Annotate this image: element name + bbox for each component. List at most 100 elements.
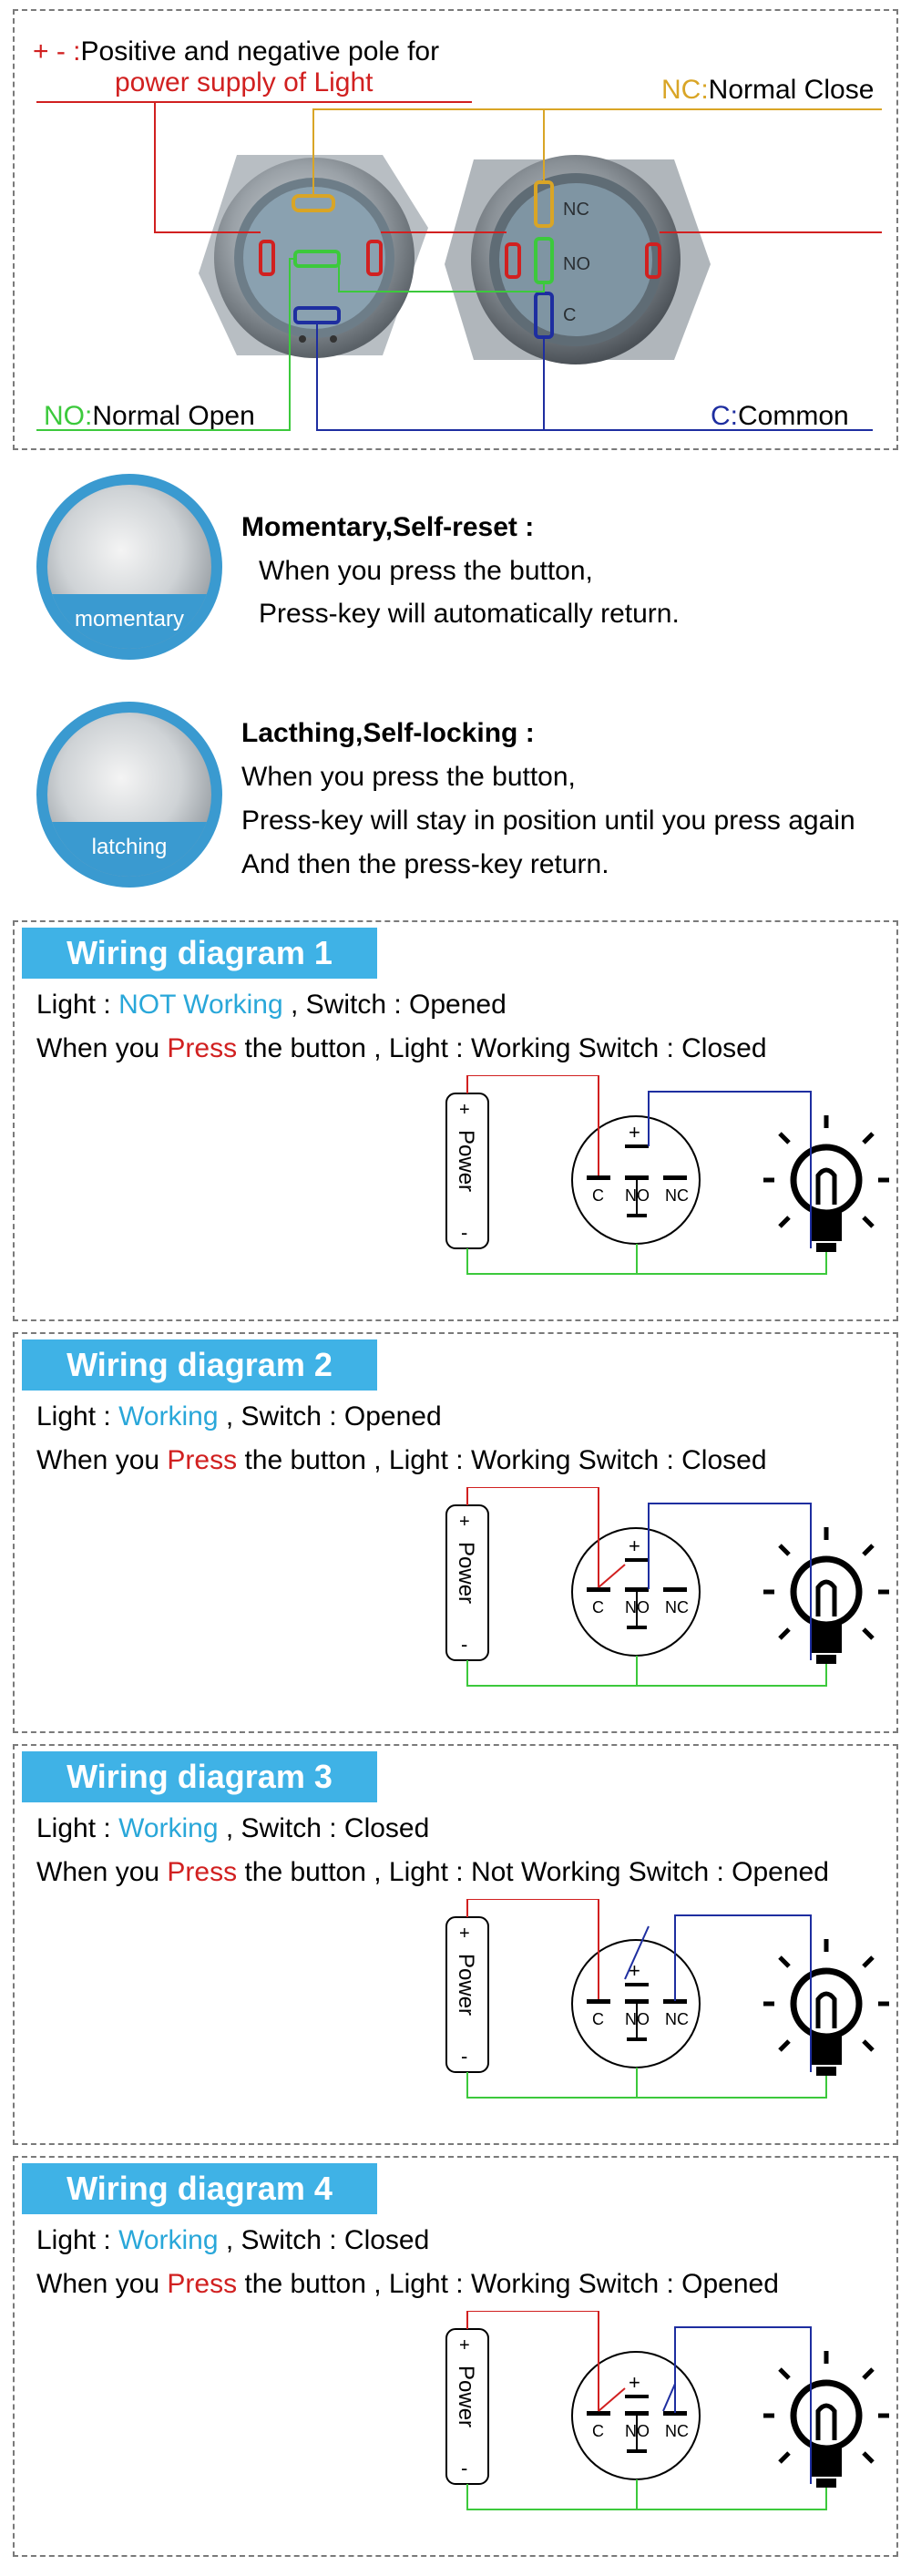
rear-label-c: C <box>563 305 576 325</box>
no-code: NO: <box>44 401 93 431</box>
press-status-line: When you Press the button , Light : Work… <box>36 1033 767 1064</box>
switch-state: , Switch : Opened <box>282 990 507 1020</box>
press-suffix: the button , Light : Working Switch : Op… <box>237 2269 779 2299</box>
light-state: Working <box>118 1813 219 1843</box>
light-state: Working <box>118 2225 219 2255</box>
rear-label-no: NO <box>563 254 590 274</box>
label-c: C <box>592 2422 604 2440</box>
latching-badge: latching <box>36 702 222 888</box>
wire-negative <box>466 1248 827 1275</box>
wire-nc-jumper <box>624 1925 650 1980</box>
plunger-minus <box>627 2449 647 2453</box>
plunger-bar <box>625 1983 649 1986</box>
momentary-title: Momentary,Self-reset : <box>241 512 535 542</box>
light-state: Working <box>118 1401 219 1432</box>
light-label: Light : <box>36 1401 119 1432</box>
wiring-schematic: +-PowerCNONC+ <box>445 1899 889 2099</box>
label-c: C <box>592 2010 604 2028</box>
contact-nc <box>663 1175 687 1180</box>
press-word: Press <box>167 1857 238 1887</box>
plunger-minus <box>627 1626 647 1629</box>
battery-minus: - <box>461 2045 467 2068</box>
battery-plus: + <box>459 1924 470 1944</box>
contact-nc <box>663 1999 687 2004</box>
latching-line-3: And then the press-key return. <box>241 849 609 879</box>
battery-label: Power <box>454 2366 478 2427</box>
battery-plus: + <box>459 1512 470 1532</box>
plunger-plus: + <box>629 1534 640 1557</box>
light-bulb-icon <box>763 1939 889 2076</box>
light-label: Light : <box>36 2225 119 2255</box>
plunger-plus: + <box>629 2371 640 2394</box>
light-status-line: Light : NOT Working , Switch : Opened <box>36 990 507 1021</box>
no-legend: NO:Normal Open <box>44 401 255 432</box>
wiring-diagram-panel <box>13 2156 898 2557</box>
contact-nc <box>663 1587 687 1592</box>
wire-negative <box>466 2072 827 2099</box>
light-label: Light : <box>36 990 119 1020</box>
battery-minus: - <box>461 1221 467 1244</box>
contact-no <box>625 1175 649 1180</box>
press-prefix: When you <box>36 2269 168 2299</box>
switch-rear-right: NC NO C <box>445 155 711 364</box>
nc-legend: NC:Normal Close <box>661 75 874 106</box>
press-suffix: the button , Light : Working Switch : Cl… <box>237 1445 767 1475</box>
light-bulb-icon <box>763 2351 889 2488</box>
pm-line2: power supply of Light <box>115 67 374 97</box>
wire-common <box>674 1914 812 2072</box>
light-status-line: Light : Working , Switch : Opened <box>36 1401 442 1432</box>
wiring-diagram-panel <box>13 1744 898 2145</box>
light-label: Light : <box>36 1813 119 1843</box>
switch-state: , Switch : Closed <box>218 2225 430 2255</box>
label-nc: NC <box>665 1598 689 1616</box>
wire-nc-jumper <box>662 2383 676 2412</box>
rear-label-nc: NC <box>563 200 589 220</box>
contact-c <box>587 1587 610 1592</box>
plunger-bar <box>625 1144 649 1148</box>
wire-positive <box>466 1899 599 1999</box>
wiring-schematic: +-PowerCNONC+ <box>445 1487 889 1687</box>
contact-c <box>587 1175 610 1180</box>
no-text: Normal Open <box>92 401 255 431</box>
wiring-diagram-title: Wiring diagram 3 <box>22 1751 377 1802</box>
contact-no <box>625 1587 649 1592</box>
battery-minus: - <box>461 2457 467 2479</box>
terminal-diagram-frame <box>13 9 898 450</box>
label-nc: NC <box>665 2422 689 2440</box>
momentary-badge-label: momentary <box>74 607 185 631</box>
plunger-bar <box>625 2395 649 2398</box>
battery-label: Power <box>454 1542 478 1604</box>
plunger-plus: + <box>629 1959 640 1982</box>
label-nc: NC <box>665 1186 689 1205</box>
press-word: Press <box>167 2269 238 2299</box>
momentary-line-1: When you press the button, <box>259 556 593 586</box>
pm-symbols: + - : <box>33 36 81 67</box>
contact-nc <box>663 2411 687 2416</box>
light-status-line: Light : Working , Switch : Closed <box>36 2225 429 2256</box>
wire-common <box>648 1503 812 1660</box>
label-c: C <box>592 1186 604 1205</box>
c-text: Common <box>738 401 849 431</box>
contact-c <box>587 1999 610 2004</box>
contact-no <box>625 1999 649 2004</box>
c-legend: C:Common <box>711 401 849 432</box>
wire-positive <box>466 1487 599 1587</box>
press-status-line: When you Press the button , Light : Not … <box>36 1857 829 1888</box>
plunger-minus <box>627 2037 647 2041</box>
wire-common <box>674 2326 812 2484</box>
switch-state: , Switch : Opened <box>218 1401 442 1432</box>
plunger-bar <box>625 1558 649 1562</box>
momentary-line-2: Press-key will automatically return. <box>259 599 680 629</box>
plunger-plus: + <box>629 1121 640 1144</box>
contact-c <box>587 2411 610 2416</box>
press-word: Press <box>167 1445 238 1475</box>
wiring-diagram-title: Wiring diagram 2 <box>22 1339 377 1391</box>
light-status-line: Light : Working , Switch : Closed <box>36 1813 429 1844</box>
battery-label: Power <box>454 1954 478 2016</box>
press-word: Press <box>167 1033 238 1063</box>
wire-negative <box>466 2484 827 2510</box>
switch-state: , Switch : Closed <box>218 1813 430 1843</box>
momentary-badge: momentary <box>36 474 222 660</box>
pm-heading: + - :Positive and negative pole for <box>33 36 439 67</box>
wiring-schematic: +-PowerCNONC+ <box>445 1075 889 1275</box>
